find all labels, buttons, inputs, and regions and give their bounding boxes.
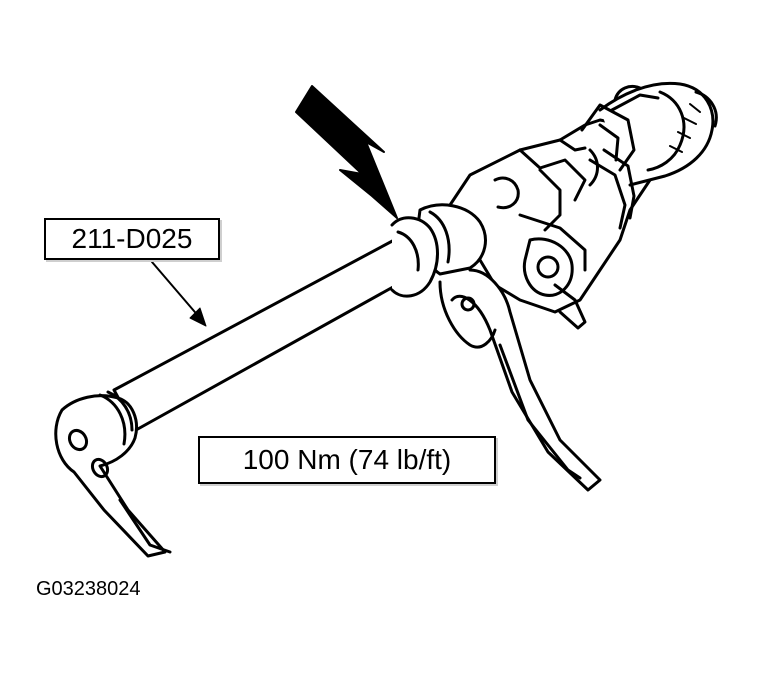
tool-number-callout: 211-D025 bbox=[44, 218, 220, 260]
figure-id: G03238024 bbox=[36, 578, 141, 600]
steering-gear-housing bbox=[448, 81, 718, 330]
tool-extension-bar bbox=[112, 216, 439, 432]
open-end-wrench bbox=[438, 268, 602, 492]
ratchet-handle bbox=[54, 390, 172, 558]
torque-spec-callout: 100 Nm (74 lb/ft) bbox=[198, 436, 496, 484]
tool-leader-line bbox=[151, 261, 207, 327]
direction-arrow-icon bbox=[295, 85, 398, 219]
